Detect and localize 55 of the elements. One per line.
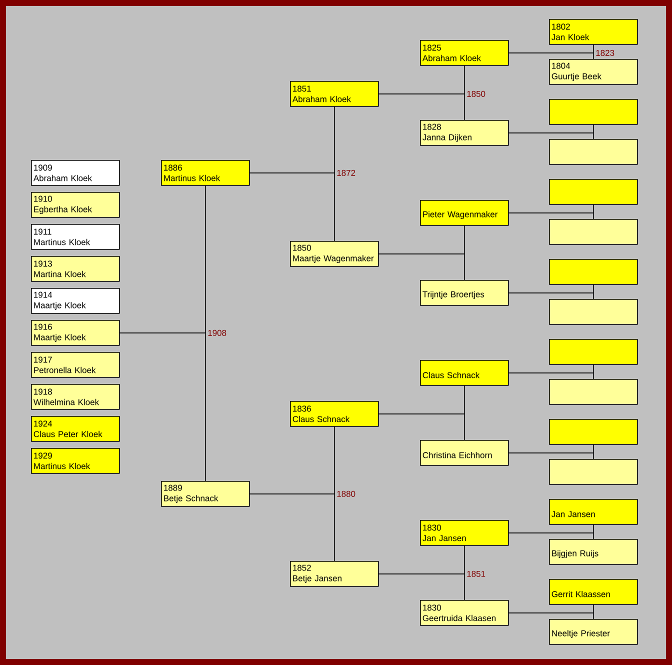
person-box: 1889 Betje Schnack	[161, 480, 250, 507]
empty-box	[549, 138, 638, 165]
person-box: Trijntje Broertjes	[420, 280, 509, 306]
connector-line	[249, 172, 335, 242]
person-box: 1825 Abraham Kloek	[420, 40, 509, 66]
empty-box	[549, 299, 638, 325]
connector-line	[508, 372, 594, 380]
empty-box	[549, 339, 638, 365]
person-box: 1913 Martina Kloek	[31, 256, 120, 282]
person-box: 1830 Jan Jansen	[420, 520, 509, 546]
connector-line	[119, 332, 206, 482]
connector-line	[508, 292, 594, 300]
person-box: 1909 Abraham Kloek	[31, 160, 120, 186]
person-box: 1830 Geertruida Klaasen	[420, 600, 509, 626]
person-box: Neeltje Priester	[549, 618, 638, 645]
person-box: Jan Jansen	[549, 498, 638, 525]
person-box: 1852 Betje Jansen	[290, 560, 379, 587]
person-box: 1851 Abraham Kloek	[290, 81, 379, 107]
person-box: 1886 Martinus Kloek	[161, 160, 250, 186]
connector-line	[508, 452, 594, 460]
empty-box	[549, 458, 638, 485]
empty-box	[549, 218, 638, 245]
person-box: 1911 Martinus Kloek	[31, 224, 120, 250]
connector-line	[508, 212, 594, 220]
person-box: 1918 Wilhelmina Kloek	[31, 384, 120, 410]
person-box: 1828 Janna Dijken	[420, 120, 509, 146]
connector-line	[508, 612, 594, 620]
connector-line	[378, 573, 465, 600]
connector-line	[378, 253, 465, 280]
person-box: 1802 Jan Kloek	[549, 19, 638, 45]
person-box: Claus Schnack	[420, 360, 509, 386]
person-box: 1836 Claus Schnack	[290, 400, 379, 427]
empty-box	[549, 99, 638, 125]
person-box: Bijgjen Ruijs	[549, 538, 638, 565]
empty-box	[549, 418, 638, 445]
person-box: 1916 Maartje Kloek	[31, 320, 120, 346]
person-box: 1914 Maartje Kloek	[31, 288, 120, 314]
person-box: Pieter Wagenmaker	[420, 200, 509, 226]
person-box: 1910 Egbertha Kloek	[31, 192, 120, 218]
person-box: 1917 Petronella Kloek	[31, 352, 120, 378]
connector-line	[378, 94, 465, 120]
connector-line	[508, 52, 594, 60]
person-box: 1924 Claus Peter Kloek	[31, 416, 120, 442]
person-box: Gerrit Klaassen	[549, 578, 638, 605]
person-box: Christina Eichhorn	[420, 440, 509, 466]
connector-line	[508, 532, 594, 540]
empty-box	[549, 259, 638, 285]
person-box: 1850 Maartje Wagenmaker	[290, 240, 379, 267]
connector-line	[249, 493, 335, 562]
connector-line	[378, 413, 465, 440]
empty-box	[549, 378, 638, 405]
person-box: 1929 Martinus Kloek	[31, 448, 120, 474]
empty-box	[549, 178, 638, 205]
connector-line	[508, 132, 594, 140]
person-box: 1804 Guurtje Beek	[549, 59, 638, 85]
